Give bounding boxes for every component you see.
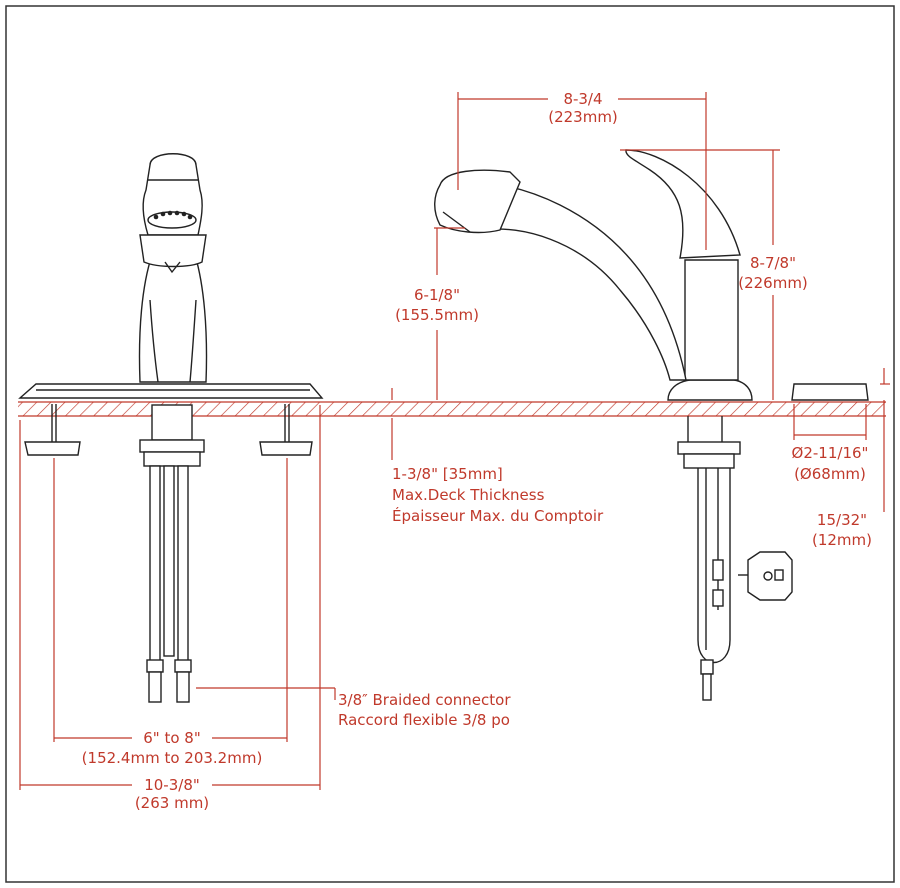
connector-label-en: 3/8″ Braided connector: [338, 691, 511, 709]
faucet-side-view: [434, 149, 869, 701]
drawing-frame: [5, 5, 895, 883]
connector-label-fr: Raccord flexible 3/8 po: [338, 711, 510, 729]
pullout-spray-head: [434, 169, 521, 234]
spout-reach-imperial: 8-3/4: [563, 90, 602, 108]
hole-spacing-metric: (152.4mm to 203.2mm): [82, 749, 263, 767]
countertop: [18, 401, 886, 417]
deck-plate-width-metric: (263 mm): [135, 794, 209, 812]
spout-height-imperial: 6-1/8": [414, 286, 460, 304]
deck-thickness-value: 1-3/8" [35mm]: [392, 465, 503, 483]
dimension-labels: 8-3/4 (223mm) 8-7/8" (226mm) 6-1/8" (155…: [82, 90, 872, 812]
dimension-lines: [19, 92, 890, 790]
overall-height-metric: (226mm): [738, 274, 808, 292]
deck-thickness-label-en: Max.Deck Thickness: [392, 486, 545, 504]
escutcheon-diameter-imperial: Ø2-11/16": [792, 444, 869, 462]
escutcheon-plate: [791, 383, 869, 401]
faucet-base: [667, 379, 753, 401]
overall-height-imperial: 8-7/8": [750, 254, 796, 272]
spout-height-metric: (155.5mm): [395, 306, 479, 324]
deck-plate: [18, 383, 324, 399]
escutcheon-height-metric: (12mm): [812, 531, 872, 549]
deck-plate-width-imperial: 10-3/8": [144, 776, 200, 794]
escutcheon-height-imperial: 15/32": [817, 511, 867, 529]
deck-thickness-label-fr: Épaisseur Max. du Comptoir: [392, 506, 604, 525]
handle-lever: [625, 149, 741, 259]
faucet-front-view: [18, 153, 324, 703]
hole-spacing-imperial: 6" to 8": [143, 729, 200, 747]
faucet-body: [138, 254, 208, 383]
hose-weight: [747, 551, 793, 601]
spout-reach-metric: (223mm): [548, 108, 618, 126]
escutcheon-diameter-metric: (Ø68mm): [794, 465, 866, 483]
